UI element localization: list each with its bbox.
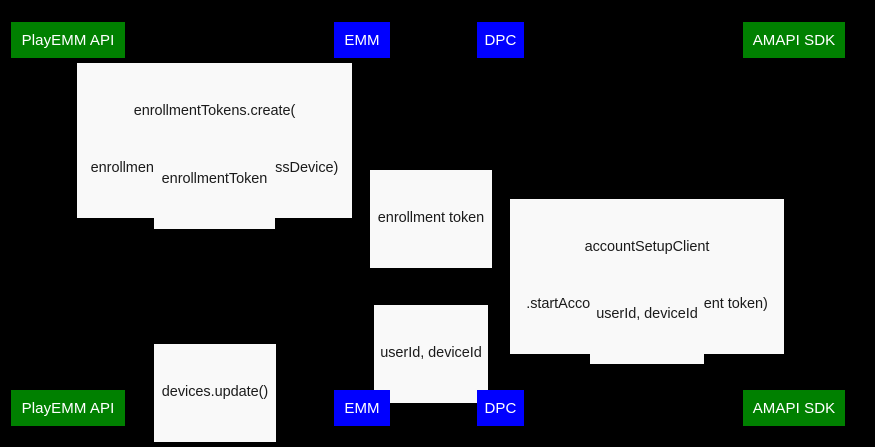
message-line-1: accountSetupClient (584, 239, 710, 255)
participant-top-emm[interactable]: EMM (334, 22, 390, 58)
message-line-1: userId, deviceId (380, 345, 482, 361)
participant-label: PlayEMM API (21, 31, 115, 49)
participant-label: EMM (344, 31, 380, 49)
participant-bottom-emm[interactable]: EMM (334, 390, 390, 426)
participant-bottom-dpc[interactable]: DPC (477, 390, 524, 426)
participant-top-playemm-api[interactable]: PlayEMM API (11, 22, 125, 58)
message-label-userid-deviceid-forward: userId, deviceId (374, 305, 488, 403)
message-line-1: userId, deviceId (596, 306, 698, 322)
message-label-enrollment-token-transfer: enrollment token (370, 170, 492, 268)
participant-label: AMAPI SDK (752, 31, 836, 49)
participant-top-amapi-sdk[interactable]: AMAPI SDK (743, 22, 845, 58)
message-line-1: devices.update() (161, 384, 269, 400)
message-line-1: enrollmentTokens.create( (133, 103, 296, 119)
message-label-userid-deviceid-return: userId, deviceId (590, 266, 704, 364)
participant-label: PlayEMM API (21, 399, 115, 417)
message-line-1: enrollmentToken (161, 171, 268, 187)
participant-label: EMM (344, 399, 380, 417)
participant-label: DPC (484, 399, 517, 417)
participant-top-dpc[interactable]: DPC (477, 22, 524, 58)
participant-bottom-amapi-sdk[interactable]: AMAPI SDK (743, 390, 845, 426)
participant-bottom-playemm-api[interactable]: PlayEMM API (11, 390, 125, 426)
participant-label: AMAPI SDK (752, 399, 836, 417)
message-line-1: enrollment token (377, 210, 485, 226)
message-label-enrollment-token-return: enrollmentToken (154, 131, 275, 229)
participant-label: DPC (484, 31, 517, 49)
message-label-devices-update: devices.update() (154, 344, 276, 442)
